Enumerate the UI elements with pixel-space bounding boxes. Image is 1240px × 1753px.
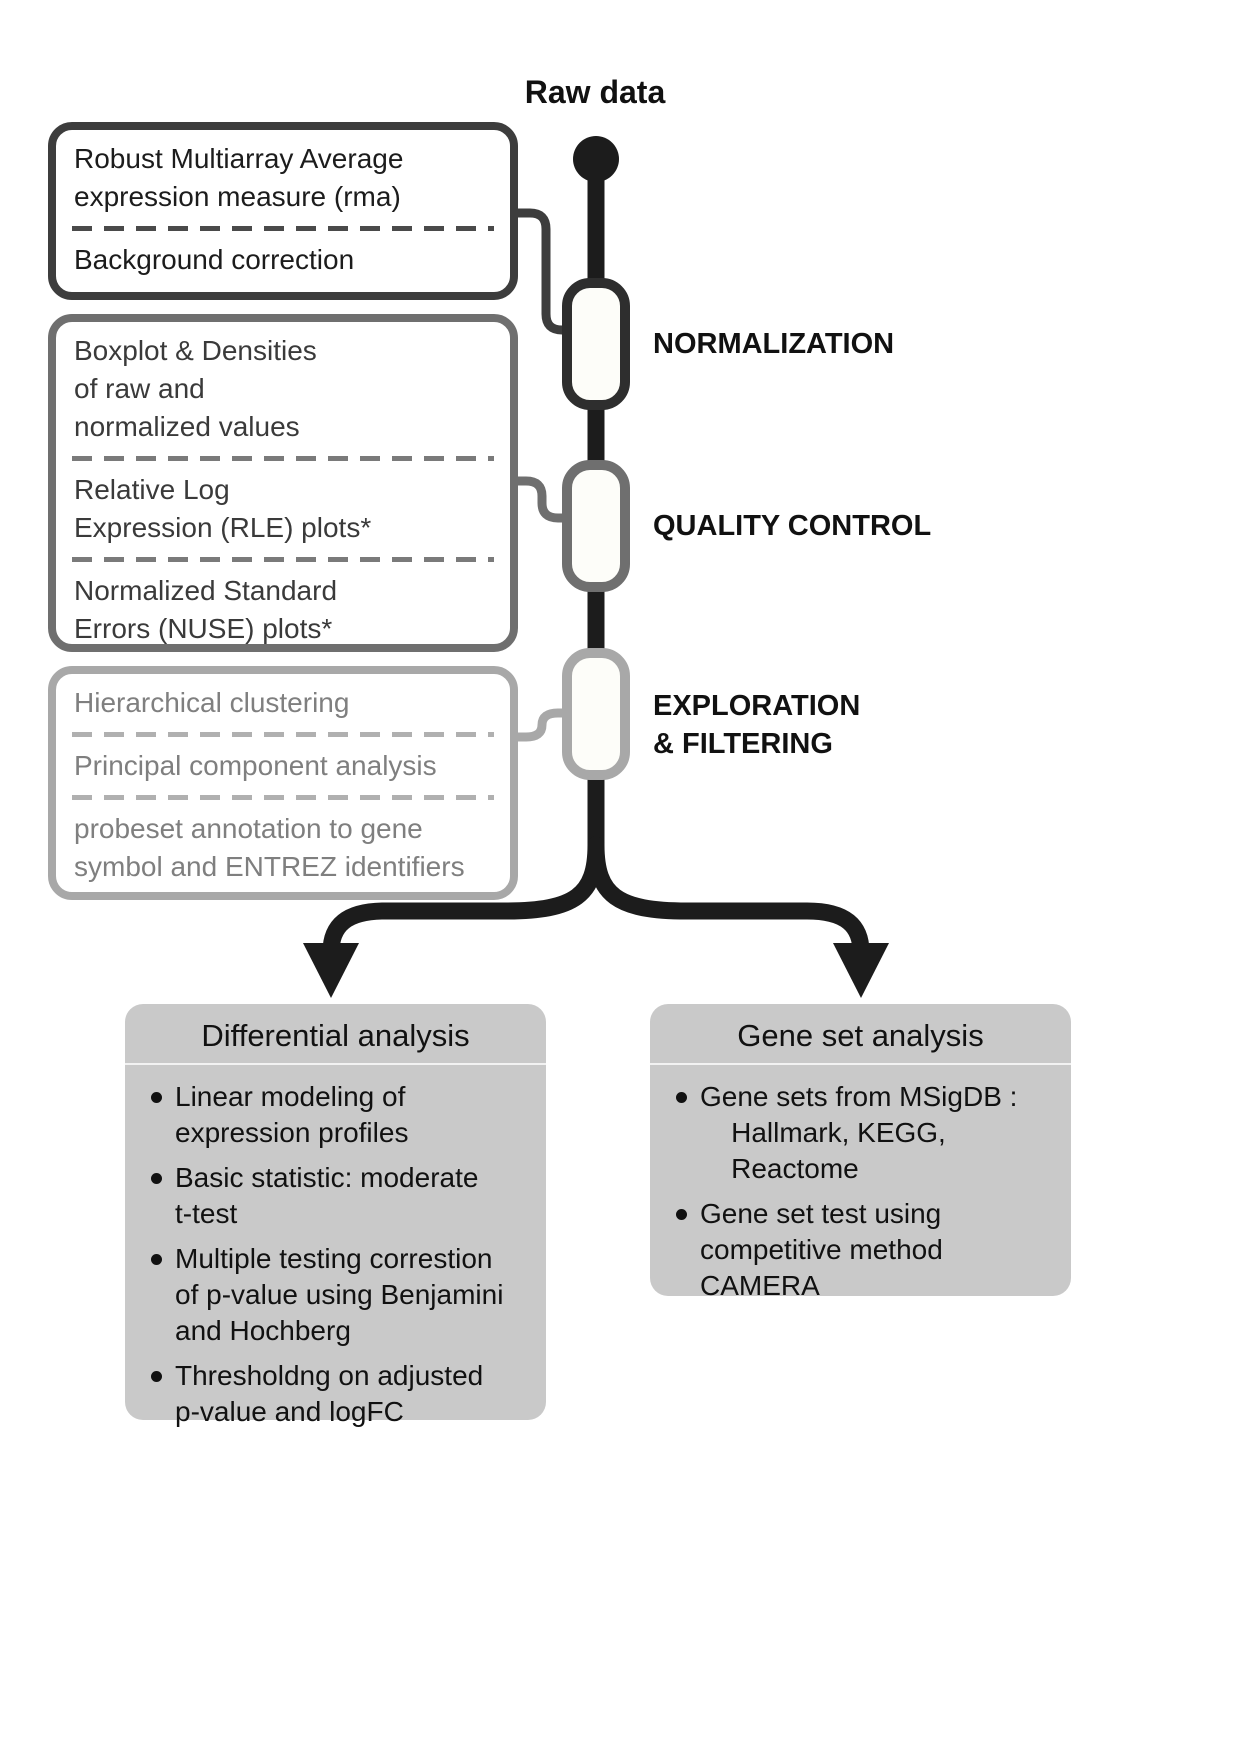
method-item: probeset annotation to gene symbol and E… [74, 813, 465, 882]
title-divider [650, 1063, 1071, 1065]
method-item: Normalized Standard Errors (NUSE) plots* [74, 575, 338, 644]
stage-label-quality-control: QUALITY CONTROL [653, 510, 932, 542]
list-item: Basic statistic: moderate t-test [151, 1160, 530, 1232]
list-item: Multiple testing correstion of p-value u… [151, 1241, 530, 1349]
list-item: Gene set test using competitive method C… [676, 1196, 1055, 1304]
dashed-divider [72, 557, 494, 562]
stage-node-normalization [562, 278, 630, 410]
method-box-normalization: Robust Multiarray Average expression mea… [48, 122, 518, 300]
bullet-icon [151, 1092, 162, 1103]
dashed-divider [72, 456, 494, 461]
bullet-list: Gene sets from MSigDB : Hallmark, KEGG, … [650, 1065, 1071, 1304]
analysis-box-gene-set: Gene set analysis Gene sets from MSigDB … [650, 1004, 1071, 1301]
analysis-title: Gene set analysis [737, 1018, 984, 1053]
method-item: Hierarchical clustering [74, 687, 350, 718]
right-branch [587, 836, 870, 964]
bullet-text: Thresholdng on adjusted p-value and logF… [175, 1360, 484, 1427]
bullet-icon [676, 1092, 687, 1103]
raw-data-label: Raw data [524, 74, 666, 110]
method-item: Boxplot & Densities of raw and normalize… [74, 335, 317, 442]
bullet-text: Multiple testing correstion of p-value u… [175, 1243, 504, 1346]
right-arrowhead-icon [833, 943, 889, 998]
bullet-text: Basic statistic: moderate t-test [175, 1162, 479, 1229]
dashed-divider [72, 795, 494, 800]
bullet-list: Linear modeling of expression profiles B… [125, 1065, 546, 1430]
dashed-divider [72, 732, 494, 737]
analysis-title: Differential analysis [201, 1018, 470, 1053]
bullet-icon [151, 1254, 162, 1265]
method-item: Principal component analysis [74, 750, 437, 781]
bullet-icon [676, 1209, 687, 1220]
left-arrowhead-icon [303, 943, 359, 998]
method-item: Robust Multiarray Average expression mea… [74, 143, 404, 212]
stage-label-exploration-filtering: EXPLORATION & FILTERING [653, 690, 861, 760]
bullet-icon [151, 1371, 162, 1382]
list-item: Thresholdng on adjusted p-value and logF… [151, 1358, 530, 1430]
raw-data-node [573, 136, 619, 182]
bullet-text: Gene set test using competitive method C… [700, 1198, 943, 1301]
bullet-text: Linear modeling of expression profiles [175, 1081, 409, 1148]
method-item: Relative Log Expression (RLE) plots* [74, 474, 372, 543]
stage-label-normalization: NORMALIZATION [653, 328, 895, 360]
method-item: Background correction [74, 244, 355, 275]
analysis-box-differential: Differential analysis Linear modeling of… [125, 1004, 546, 1427]
dashed-divider [72, 226, 494, 231]
bullet-text: Gene sets from MSigDB : Hallmark, KEGG, … [700, 1081, 1018, 1184]
method-box-exploration-filtering: Hierarchical clustering Principal compon… [48, 666, 518, 900]
stage-node-exploration-filtering [562, 648, 630, 780]
bullet-icon [151, 1173, 162, 1184]
stage-node-quality-control [562, 460, 630, 592]
list-item: Gene sets from MSigDB : Hallmark, KEGG, … [676, 1079, 1055, 1187]
list-item: Linear modeling of expression profiles [151, 1079, 530, 1151]
title-divider [125, 1063, 546, 1065]
method-box-quality-control: Boxplot & Densities of raw and normalize… [48, 314, 518, 652]
